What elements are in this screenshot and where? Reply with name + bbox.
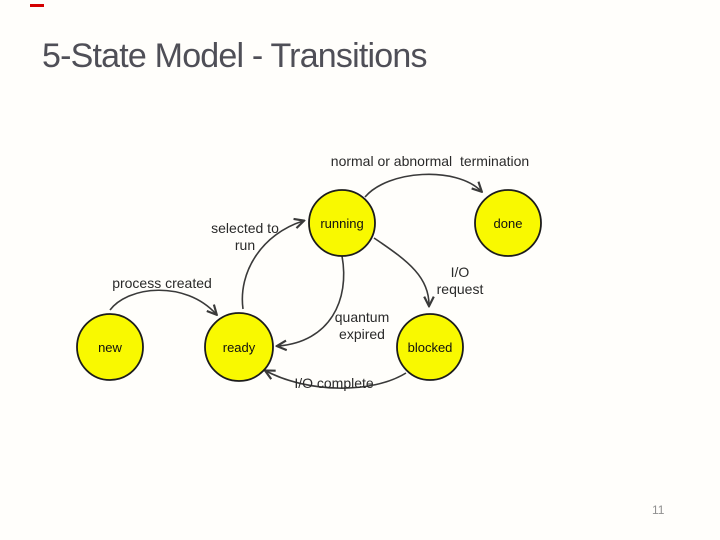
- state-label-blocked: blocked: [408, 340, 453, 355]
- transition-quantum-expired: [278, 255, 345, 346]
- states-layer: new ready running blocked done: [76, 189, 542, 382]
- transition-label-quantum-expired: expired: [339, 326, 385, 342]
- state-label-ready: ready: [223, 340, 256, 355]
- transition-process-created: [109, 289, 216, 314]
- transition-normal-or-abnormal-termination: [364, 173, 481, 198]
- accent-dash: [30, 4, 44, 7]
- state-label-running: running: [320, 216, 363, 231]
- state-running: [308, 189, 376, 257]
- transition-label-selected-to-run: selected to: [211, 220, 279, 236]
- state-done: [474, 189, 542, 257]
- transition-label-io-request: request: [437, 281, 484, 297]
- transition-label-selected-to-run: run: [235, 237, 255, 253]
- transition-io-complete: [266, 371, 407, 389]
- transition-selected-to-run: [241, 221, 303, 310]
- state-new: [76, 313, 144, 381]
- transition-label-process-created: process created: [112, 275, 212, 291]
- transition-label-normal-or-abnormal-termination: normal or abnormal termination: [331, 153, 529, 169]
- transitions-layer: [109, 173, 481, 389]
- slide-title: 5-State Model - Transitions: [42, 37, 428, 75]
- transition-io-request: [373, 237, 429, 305]
- state-blocked: [396, 313, 464, 381]
- page-number: 11: [652, 503, 665, 517]
- state-label-done: done: [494, 216, 523, 231]
- state-ready: [204, 312, 274, 382]
- state-label-new: new: [98, 340, 122, 355]
- transition-label-quantum-expired: quantum: [335, 309, 389, 325]
- transition-label-io-complete: I/O complete: [294, 375, 374, 391]
- transition-label-io-request: I/O: [451, 264, 470, 280]
